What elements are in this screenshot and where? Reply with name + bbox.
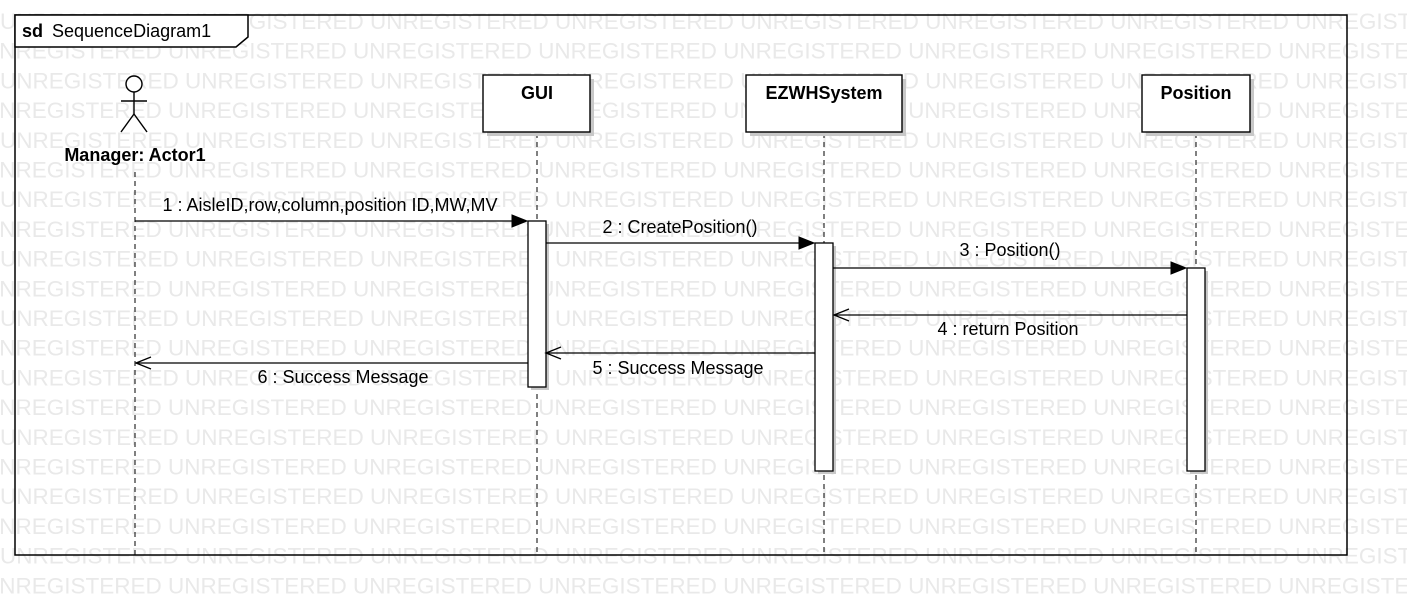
watermark-row: UNREGISTERED UNREGISTERED UNREGISTERED U…	[0, 395, 1407, 420]
message-label: 6 : Success Message	[257, 367, 428, 387]
participant-box	[1141, 74, 1251, 133]
watermark-row: UNREGISTERED UNREGISTERED UNREGISTERED U…	[0, 484, 1407, 509]
arrowhead-icon	[1170, 261, 1188, 275]
watermark-row: UNREGISTERED UNREGISTERED UNREGISTERED U…	[0, 365, 1407, 390]
participant-actor[interactable]: Manager: Actor1	[64, 75, 206, 165]
watermark-row: UNREGISTERED UNREGISTERED UNREGISTERED U…	[0, 336, 1407, 361]
diagram-frame	[14, 14, 1348, 556]
open-arrowhead-icon	[832, 308, 850, 322]
actor-name: Manager: Actor1	[64, 145, 205, 165]
frame-tab	[14, 14, 249, 48]
message-label: 5 : Success Message	[592, 358, 763, 378]
message-label: 2 : CreatePosition()	[602, 217, 757, 237]
message-3[interactable]: 3 : Position()	[833, 240, 1188, 275]
participant-box	[745, 74, 903, 133]
arrowhead-icon	[798, 236, 816, 250]
message-6[interactable]: 6 : Success Message	[134, 356, 528, 387]
arrowhead-icon	[511, 214, 529, 228]
watermark-row: UNREGISTERED UNREGISTERED UNREGISTERED U…	[0, 306, 1407, 331]
message-label: 4 : return Position	[937, 319, 1078, 339]
open-arrowhead-icon	[134, 356, 152, 370]
frame-title: SequenceDiagram1	[52, 21, 211, 41]
message-label: 1 : AisleID,row,column,position ID,MW,MV	[162, 195, 497, 215]
participant-name-gui: GUI	[521, 83, 553, 103]
frame-keyword: sd	[22, 21, 43, 41]
message-4[interactable]: 4 : return Position	[832, 308, 1187, 339]
activation-gui	[527, 220, 547, 388]
watermark-row: UNREGISTERED UNREGISTERED UNREGISTERED U…	[0, 573, 1407, 598]
participant-gui[interactable]: GUI	[482, 74, 594, 136]
watermark-row: UNREGISTERED UNREGISTERED UNREGISTERED U…	[0, 158, 1407, 183]
message-label: 3 : Position()	[959, 240, 1060, 260]
activation-system	[814, 242, 834, 472]
watermark-row: UNREGISTERED UNREGISTERED UNREGISTERED U…	[0, 276, 1407, 301]
watermark-row: UNREGISTERED UNREGISTERED UNREGISTERED U…	[0, 187, 1407, 212]
participant-position[interactable]: Position	[1141, 74, 1254, 136]
participant-name-system: EZWHSystem	[765, 83, 882, 103]
watermark-row: UNREGISTERED UNREGISTERED UNREGISTERED U…	[0, 514, 1407, 539]
watermark-row: UNREGISTERED UNREGISTERED UNREGISTERED U…	[0, 455, 1407, 480]
message-2[interactable]: 2 : CreatePosition()	[546, 217, 816, 250]
stick-figure-icon	[120, 75, 148, 133]
participant-box	[482, 74, 591, 133]
activation-position	[1186, 267, 1206, 472]
watermark-row: UNREGISTERED UNREGISTERED UNREGISTERED U…	[0, 425, 1407, 450]
participant-name-position: Position	[1161, 83, 1232, 103]
watermark-row: UNREGISTERED UNREGISTERED UNREGISTERED U…	[0, 544, 1407, 569]
message-5[interactable]: 5 : Success Message	[544, 346, 815, 378]
message-1[interactable]: 1 : AisleID,row,column,position ID,MW,MV	[135, 195, 529, 228]
open-arrowhead-icon	[544, 346, 562, 360]
participant-system[interactable]: EZWHSystem	[745, 74, 906, 136]
